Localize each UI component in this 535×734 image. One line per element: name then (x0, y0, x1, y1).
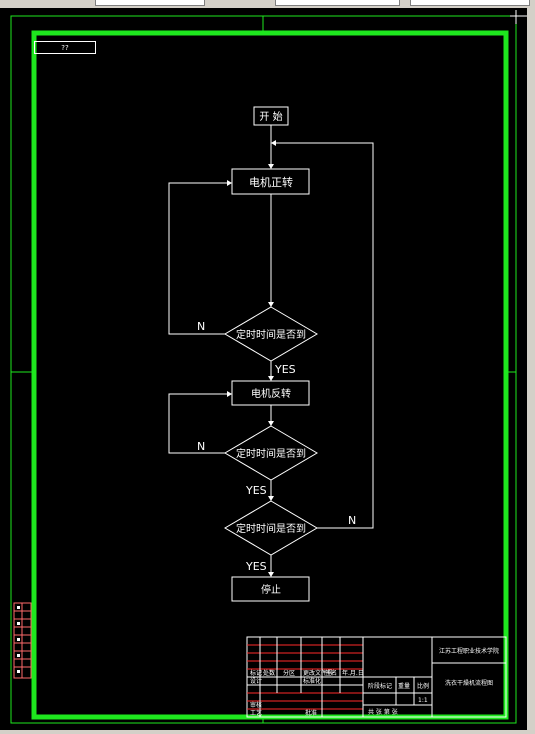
arrow-head (268, 496, 274, 501)
arrow-head (227, 180, 232, 186)
inner-frame (31, 30, 509, 720)
col-label-change-doc: 更改文件号 (303, 669, 333, 677)
school-name: 江苏工程职业技术学院 (439, 647, 499, 655)
layer-dropdown[interactable] (95, 0, 205, 6)
arrow-head (227, 391, 232, 397)
yes-label-2: YES (245, 484, 267, 497)
lineweight-dropdown[interactable] (410, 0, 530, 6)
standardization-label: 标准化 (303, 677, 321, 685)
motor-reverse-label: 电机反转 (251, 387, 291, 400)
col-label-count: 处数 (263, 669, 275, 677)
loop-decision2-no (168, 393, 232, 454)
vertical-scrollbar[interactable] (527, 8, 535, 734)
stage-mark-label: 阶段标记 (368, 682, 392, 690)
row-label-review: 审核 (250, 701, 262, 709)
approval-label: 批准 (305, 709, 317, 717)
sheet-number: ?? (34, 41, 96, 54)
arrow-head (268, 302, 274, 307)
decision-1-label: 定时时间是否到 (236, 328, 306, 341)
side-tab-stack (13, 602, 32, 679)
title-block (246, 636, 507, 718)
col-label-sign: 签名 (325, 669, 337, 677)
loop-decision3-no (271, 142, 374, 529)
scale-label: 比例 (417, 682, 429, 690)
arrow-head (268, 376, 274, 381)
scale-value: 1:1 (418, 697, 428, 704)
no-label-1: N (197, 320, 205, 333)
arrow-head (268, 421, 274, 426)
yes-label-3: YES (245, 560, 267, 573)
linetype-dropdown[interactable] (275, 0, 400, 6)
row-label-process: 工艺 (250, 709, 262, 717)
bottom-strip (0, 730, 535, 734)
no-label-2: N (197, 440, 205, 453)
row-label-design: 设计 (250, 677, 262, 685)
row-label-mark: 标记 (250, 669, 262, 677)
stop-box (231, 576, 310, 602)
arrow-head (271, 140, 276, 146)
decision-3-label: 定时时间是否到 (236, 522, 306, 535)
decision-2-label: 定时时间是否到 (236, 447, 306, 460)
arrow-head (268, 164, 274, 169)
drawing-svg: 开 始 电机正转 定时时间是否到 N YES 电机反转 定时时间是否到 N (10, 10, 527, 724)
motor-forward-label: 电机正转 (249, 175, 293, 189)
stop-label: 停止 (261, 583, 281, 596)
no-label-3: N (348, 514, 356, 527)
drawing-name: 洗衣干燥机流程图 (445, 679, 493, 687)
sheets-label: 共 张 第 张 (368, 708, 398, 716)
start-label: 开 始 (259, 110, 282, 123)
arrow-head (268, 572, 274, 577)
col-label-date: 年.月.日 (342, 669, 364, 677)
yes-label-1: YES (274, 363, 296, 376)
drawing-canvas[interactable]: 开 始 电机正转 定时时间是否到 N YES 电机反转 定时时间是否到 N (0, 8, 527, 730)
col-label-zone: 分区 (283, 669, 295, 677)
weight-label: 重量 (398, 682, 410, 690)
loop-decision1-no (168, 182, 232, 335)
